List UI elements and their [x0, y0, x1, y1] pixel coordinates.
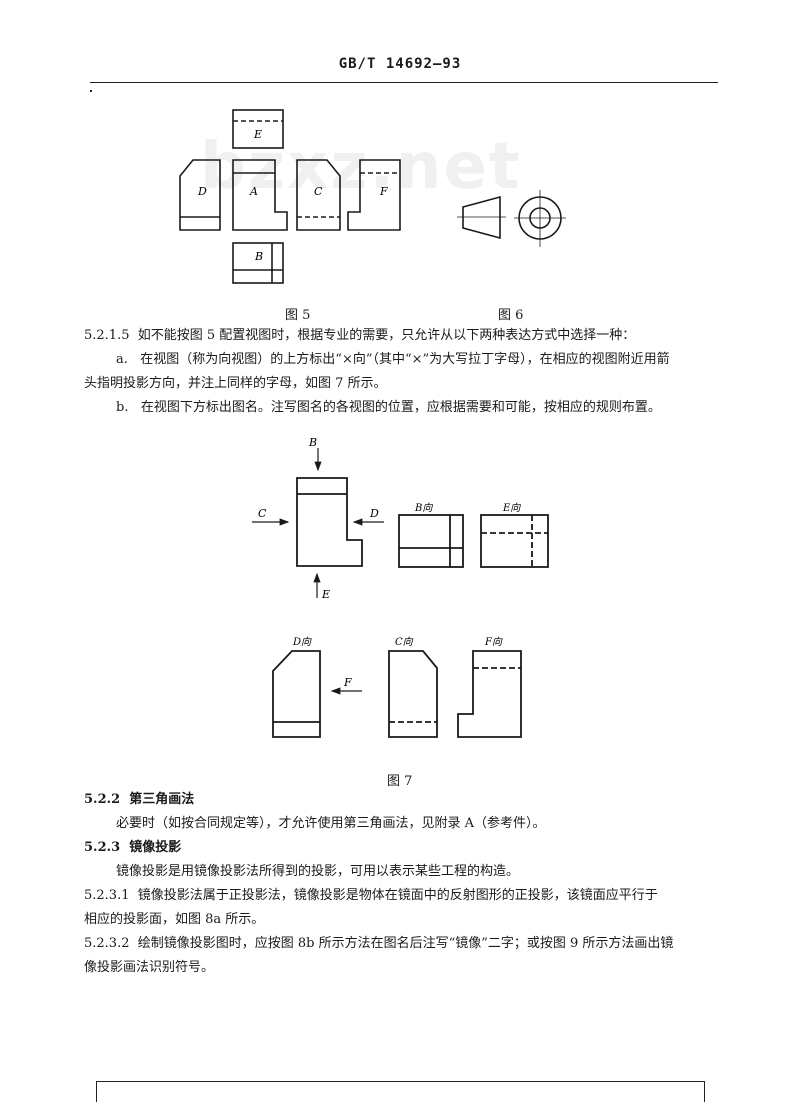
- item-text: 在视图（称为向视图）的上方标出“×向”（其中“×”为大写拉丁字母），在相应的视图…: [140, 352, 670, 367]
- para-5231-line2: 相应的投影面，如图 8a 所示。: [84, 912, 265, 927]
- arrow-label-e: E: [321, 588, 330, 601]
- view-c-direction: [388, 650, 438, 738]
- section-title: 第三角画法: [129, 792, 195, 807]
- item-a-line1: a. 在视图（称为向视图）的上方标出“×向”（其中“×”为大写拉丁字母），在相应…: [116, 348, 670, 372]
- item-text: 在视图下方标出图名。注写图名的各视图的位置，应根据需要和可能，按相应的规则布置。: [140, 400, 661, 415]
- figure-5-drawing: E D A C F B: [179, 109, 566, 284]
- view-c: [296, 159, 341, 231]
- para-5215: 5.2.1.5 如不能按图 5 配置视图时，根据专业的需要，只允许从以下两种表达…: [84, 324, 635, 348]
- label-e: E: [253, 128, 262, 141]
- figure-5-caption: 图 5: [285, 308, 311, 323]
- view-f-direction: [457, 650, 522, 738]
- view-d: [179, 159, 221, 231]
- view-title-c: C向: [395, 636, 414, 648]
- header-rule: [90, 82, 718, 83]
- view-d-direction: [272, 650, 321, 738]
- page-header: GB/T 14692—93: [338, 56, 462, 72]
- section-title: 镜像投影: [129, 840, 182, 855]
- item-a-line2: 头指明投影方向，并注上同样的字母，如图 7 所示。: [84, 376, 387, 391]
- para-text: 镜像投影法属于正投影法，镜像投影是物体在镜面中的反射图形的正投影，该镜面应平行于: [137, 888, 658, 903]
- view-title-d: D向: [292, 636, 312, 648]
- section-number: 5.2.2: [84, 792, 121, 807]
- item-marker: a.: [116, 352, 128, 367]
- label-f: F: [379, 185, 388, 198]
- para-text: 如不能按图 5 配置视图时，根据专业的需要，只允许从以下两种表达方式中选择一种：: [137, 328, 636, 343]
- label-c: C: [314, 185, 323, 198]
- view-title-f: F向: [484, 636, 503, 648]
- para-5232-line2: 像投影画法识别符号。: [84, 960, 215, 975]
- section-number: 5.2.3: [84, 840, 121, 855]
- figure-6-caption: 图 6: [498, 308, 524, 323]
- para-5231-line1: 5.2.3.1 镜像投影法属于正投影法，镜像投影是物体在镜面中的反射图形的正投影…: [84, 884, 658, 908]
- figure-7-caption: 图 7: [387, 774, 413, 789]
- view-e: [232, 109, 284, 149]
- view-b: [232, 242, 284, 284]
- label-b: B: [254, 250, 263, 263]
- para-text: 绘制镜像投影图时，应按图 8b 所示方法在图名后注写“镜像”二字；或按图 9 所…: [137, 936, 674, 951]
- section-number: 5.2.3.2: [84, 936, 130, 951]
- section-number: 5.2.3.1: [84, 888, 130, 903]
- figure-6-drawing: [457, 190, 566, 247]
- arrow-label-f: F: [343, 676, 352, 689]
- heading-522: 5.2.2 第三角画法: [84, 788, 194, 812]
- main-view: [296, 477, 363, 567]
- item-b: b. 在视图下方标出图名。注写图名的各视图的位置，应根据需要和可能，按相应的规则…: [116, 396, 661, 420]
- footer-frame: [96, 1081, 705, 1102]
- view-a: [232, 159, 288, 231]
- view-title-e: E向: [502, 502, 521, 514]
- heading-523: 5.2.3 镜像投影: [84, 836, 181, 860]
- para-523: 镜像投影是用镜像投影法所得到的投影，可用以表示某些工程的构造。: [116, 864, 520, 879]
- frustum: [462, 195, 501, 240]
- view-b-direction: [398, 514, 464, 568]
- view-f: [347, 159, 401, 231]
- arrow-label-d: D: [369, 507, 379, 520]
- header-dot: [90, 90, 92, 92]
- view-title-b: B向: [414, 502, 433, 514]
- section-number: 5.2.1.5: [84, 328, 130, 343]
- label-d: D: [197, 185, 207, 198]
- para-522: 必要时（如按合同规定等），才允许使用第三角画法，见附录 A（参考件）。: [116, 816, 546, 831]
- view-e-direction: [480, 514, 549, 568]
- arrow-label-b: B: [308, 436, 317, 449]
- label-a: A: [249, 185, 258, 198]
- item-marker: b.: [116, 400, 129, 415]
- arrow-label-c: C: [258, 507, 267, 520]
- para-5232-line1: 5.2.3.2 绘制镜像投影图时，应按图 8b 所示方法在图名后注写“镜像”二字…: [84, 932, 673, 956]
